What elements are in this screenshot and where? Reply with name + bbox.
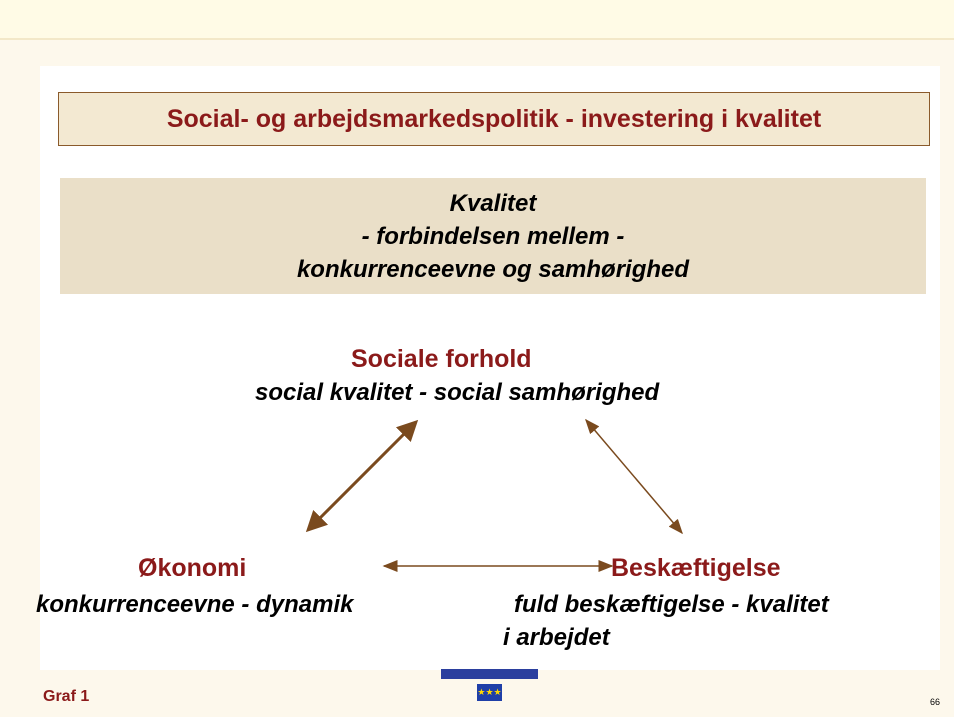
top-band <box>0 0 954 38</box>
node-economy-title: Økonomi <box>138 554 247 582</box>
quality-line-2: - forbindelsen mellem - <box>361 222 625 250</box>
band-divider <box>0 38 954 40</box>
quality-box: Kvalitet - forbindelsen mellem - konkurr… <box>60 178 926 294</box>
footer-label: Graf 1 <box>43 688 90 705</box>
arrow-social-employment <box>585 418 683 535</box>
node-employment-subtitle-2: i arbejdet <box>503 624 610 651</box>
title-box: Social- og arbejdsmarkedspolitik - inves… <box>58 92 930 146</box>
node-social-title: Sociale forhold <box>351 345 532 373</box>
slide-title: Social- og arbejdsmarkedspolitik - inves… <box>166 104 822 133</box>
page-number: 66 <box>930 697 941 707</box>
node-employment-title: Beskæftigelse <box>611 554 781 582</box>
eu-flag-icon: ★★★ <box>477 684 502 701</box>
node-social-subtitle: social kvalitet - social samhørighed <box>255 379 660 406</box>
node-employment-subtitle-1: fuld beskæftigelse - kvalitet <box>514 591 829 618</box>
eu-logo-strip <box>441 669 538 679</box>
quality-heading: Kvalitet <box>449 189 537 217</box>
node-economy-subtitle: konkurrenceevne - dynamik <box>36 591 354 618</box>
arrow-social-economy <box>305 419 419 533</box>
quality-line-3: konkurrenceevne og samhørighed <box>296 255 690 283</box>
